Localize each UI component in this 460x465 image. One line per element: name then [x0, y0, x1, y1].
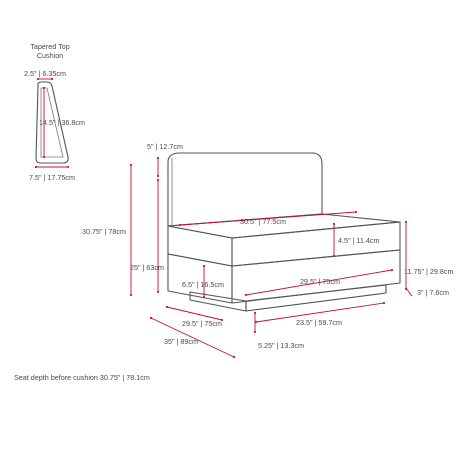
plinth [245, 284, 387, 312]
seat-width-label: 30.5" | 77.5cm [240, 217, 286, 226]
back-height-label: 25" | 63cm [130, 263, 164, 272]
cushion-height-label: 14.5" | 36.8cm [39, 118, 85, 127]
seat-height-label: 6.5" | 16.5cm [182, 280, 224, 289]
cushion-title-line2: Cushion [37, 51, 63, 60]
cushion-title-line1: Tapered Top [30, 42, 69, 51]
chair-backrest [167, 152, 323, 227]
back-top-label: 5" | 12.7cm [147, 142, 183, 151]
cushion-bottom-width-label: 7.5" | 17.75cm [29, 173, 75, 182]
base-width-line [244, 268, 394, 297]
seat-depth-footnote: Seat depth before cushion 30.75" | 78.1c… [14, 373, 150, 382]
base-depth-label: 29.5" | 75cm [182, 319, 222, 328]
overall-depth-line [149, 316, 236, 359]
overall-height-label: 30.75" | 78cm [82, 227, 126, 236]
plinth-height-line [405, 287, 413, 297]
plinth-width-line [254, 301, 386, 324]
base-box-side [167, 253, 233, 304]
plinth-height-label: 3" | 7.6cm [417, 288, 449, 297]
plinth-side [189, 291, 247, 312]
plinth-inset-label: 5.25" | 13.3cm [258, 341, 304, 350]
seat-cushion-height-label: 4.5" | 11.4cm [338, 236, 379, 245]
chair-dimensions: 5" | 12.7cm 30.75" | 78cm 25" | 63cm 30.… [82, 142, 453, 359]
tapered-cushion: Tapered Top Cushion 2.5" | 6.35cm 14.5" … [24, 42, 85, 182]
cushion-outline [35, 81, 69, 164]
seat-width-line [178, 210, 358, 227]
base-width-label: 29.5" | 75cm [300, 277, 340, 286]
base-height-label: 11.75" | 29.8cm [404, 267, 453, 276]
plinth-width-label: 23.5" | 59.7cm [296, 318, 342, 327]
overall-depth-label: 35" | 89cm [164, 337, 198, 346]
cushion-top-width-label: 2.5" | 6.35cm [24, 69, 66, 78]
